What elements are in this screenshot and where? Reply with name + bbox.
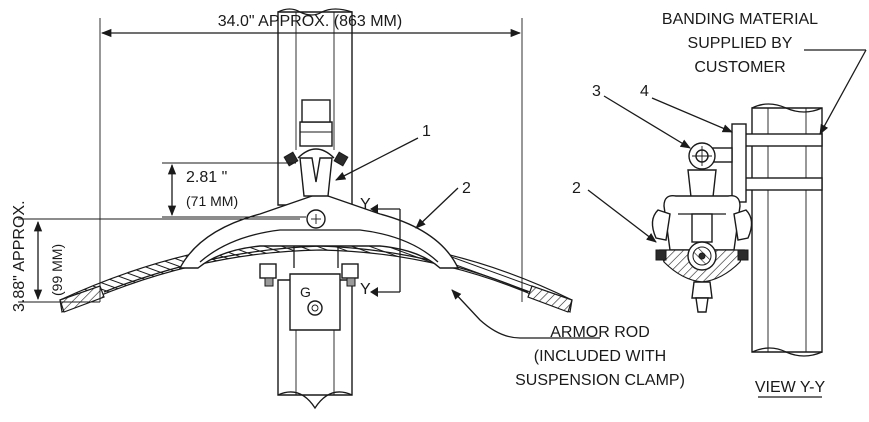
banding-line1: BANDING MATERIAL — [662, 11, 818, 28]
clamp-height-mm-label: (71 MM) — [186, 193, 238, 209]
clamp-height-label: 2.81 " — [186, 169, 227, 186]
overall-height-mm-label: (99 MM) — [49, 244, 65, 296]
suspension-clamp-body — [178, 148, 460, 279]
callout-4-label: 4 — [640, 83, 649, 100]
view-label: VIEW Y-Y — [755, 379, 826, 398]
overall-height-label: 3.88" APPROX. — [11, 200, 28, 312]
callout-3-label: 3 — [592, 83, 601, 100]
callout-1: 1 — [335, 123, 431, 181]
callout-2-side: 2 — [572, 180, 657, 243]
section-mark-bottom-label: Y — [360, 281, 371, 298]
side-view — [651, 103, 823, 357]
callout-4: 4 — [640, 83, 733, 133]
banding-note: BANDING MATERIAL SUPPLIED BY CUSTOMER — [662, 11, 867, 135]
callout-1-label: 1 — [422, 123, 431, 140]
armor-rod-line2: (INCLUDED WITH — [534, 348, 666, 365]
armor-rod-line1: ARMOR ROD — [550, 324, 650, 341]
callout-2-main-label: 2 — [462, 180, 471, 197]
banding-line3: CUSTOMER — [694, 59, 785, 76]
pole-lower — [277, 273, 353, 410]
callout-2-side-label: 2 — [572, 180, 581, 197]
banding-line2: SUPPLIED BY — [688, 35, 793, 52]
bolt-mark-label: G — [300, 284, 311, 300]
overall-width-label: 34.0" APPROX. (863 MM) — [218, 13, 402, 30]
armor-rod-line3: SUSPENSION CLAMP) — [515, 372, 685, 389]
callout-2-main: 2 — [415, 180, 471, 229]
callout-3: 3 — [592, 83, 691, 149]
section-mark-top-label: Y — [360, 196, 371, 213]
dimension-overall-height: 3.88" APPROX. (99 MM) — [11, 200, 300, 312]
section-mark: Y Y — [360, 196, 401, 298]
front-view — [59, 8, 573, 410]
dimension-clamp-height: 2.81 " (71 MM) — [162, 162, 306, 218]
armor-rod-leader: ARMOR ROD (INCLUDED WITH SUSPENSION CLAM… — [451, 289, 685, 389]
view-label-text: VIEW Y-Y — [755, 379, 826, 396]
dimension-overall-width: 34.0" APPROX. (863 MM) — [99, 13, 523, 302]
